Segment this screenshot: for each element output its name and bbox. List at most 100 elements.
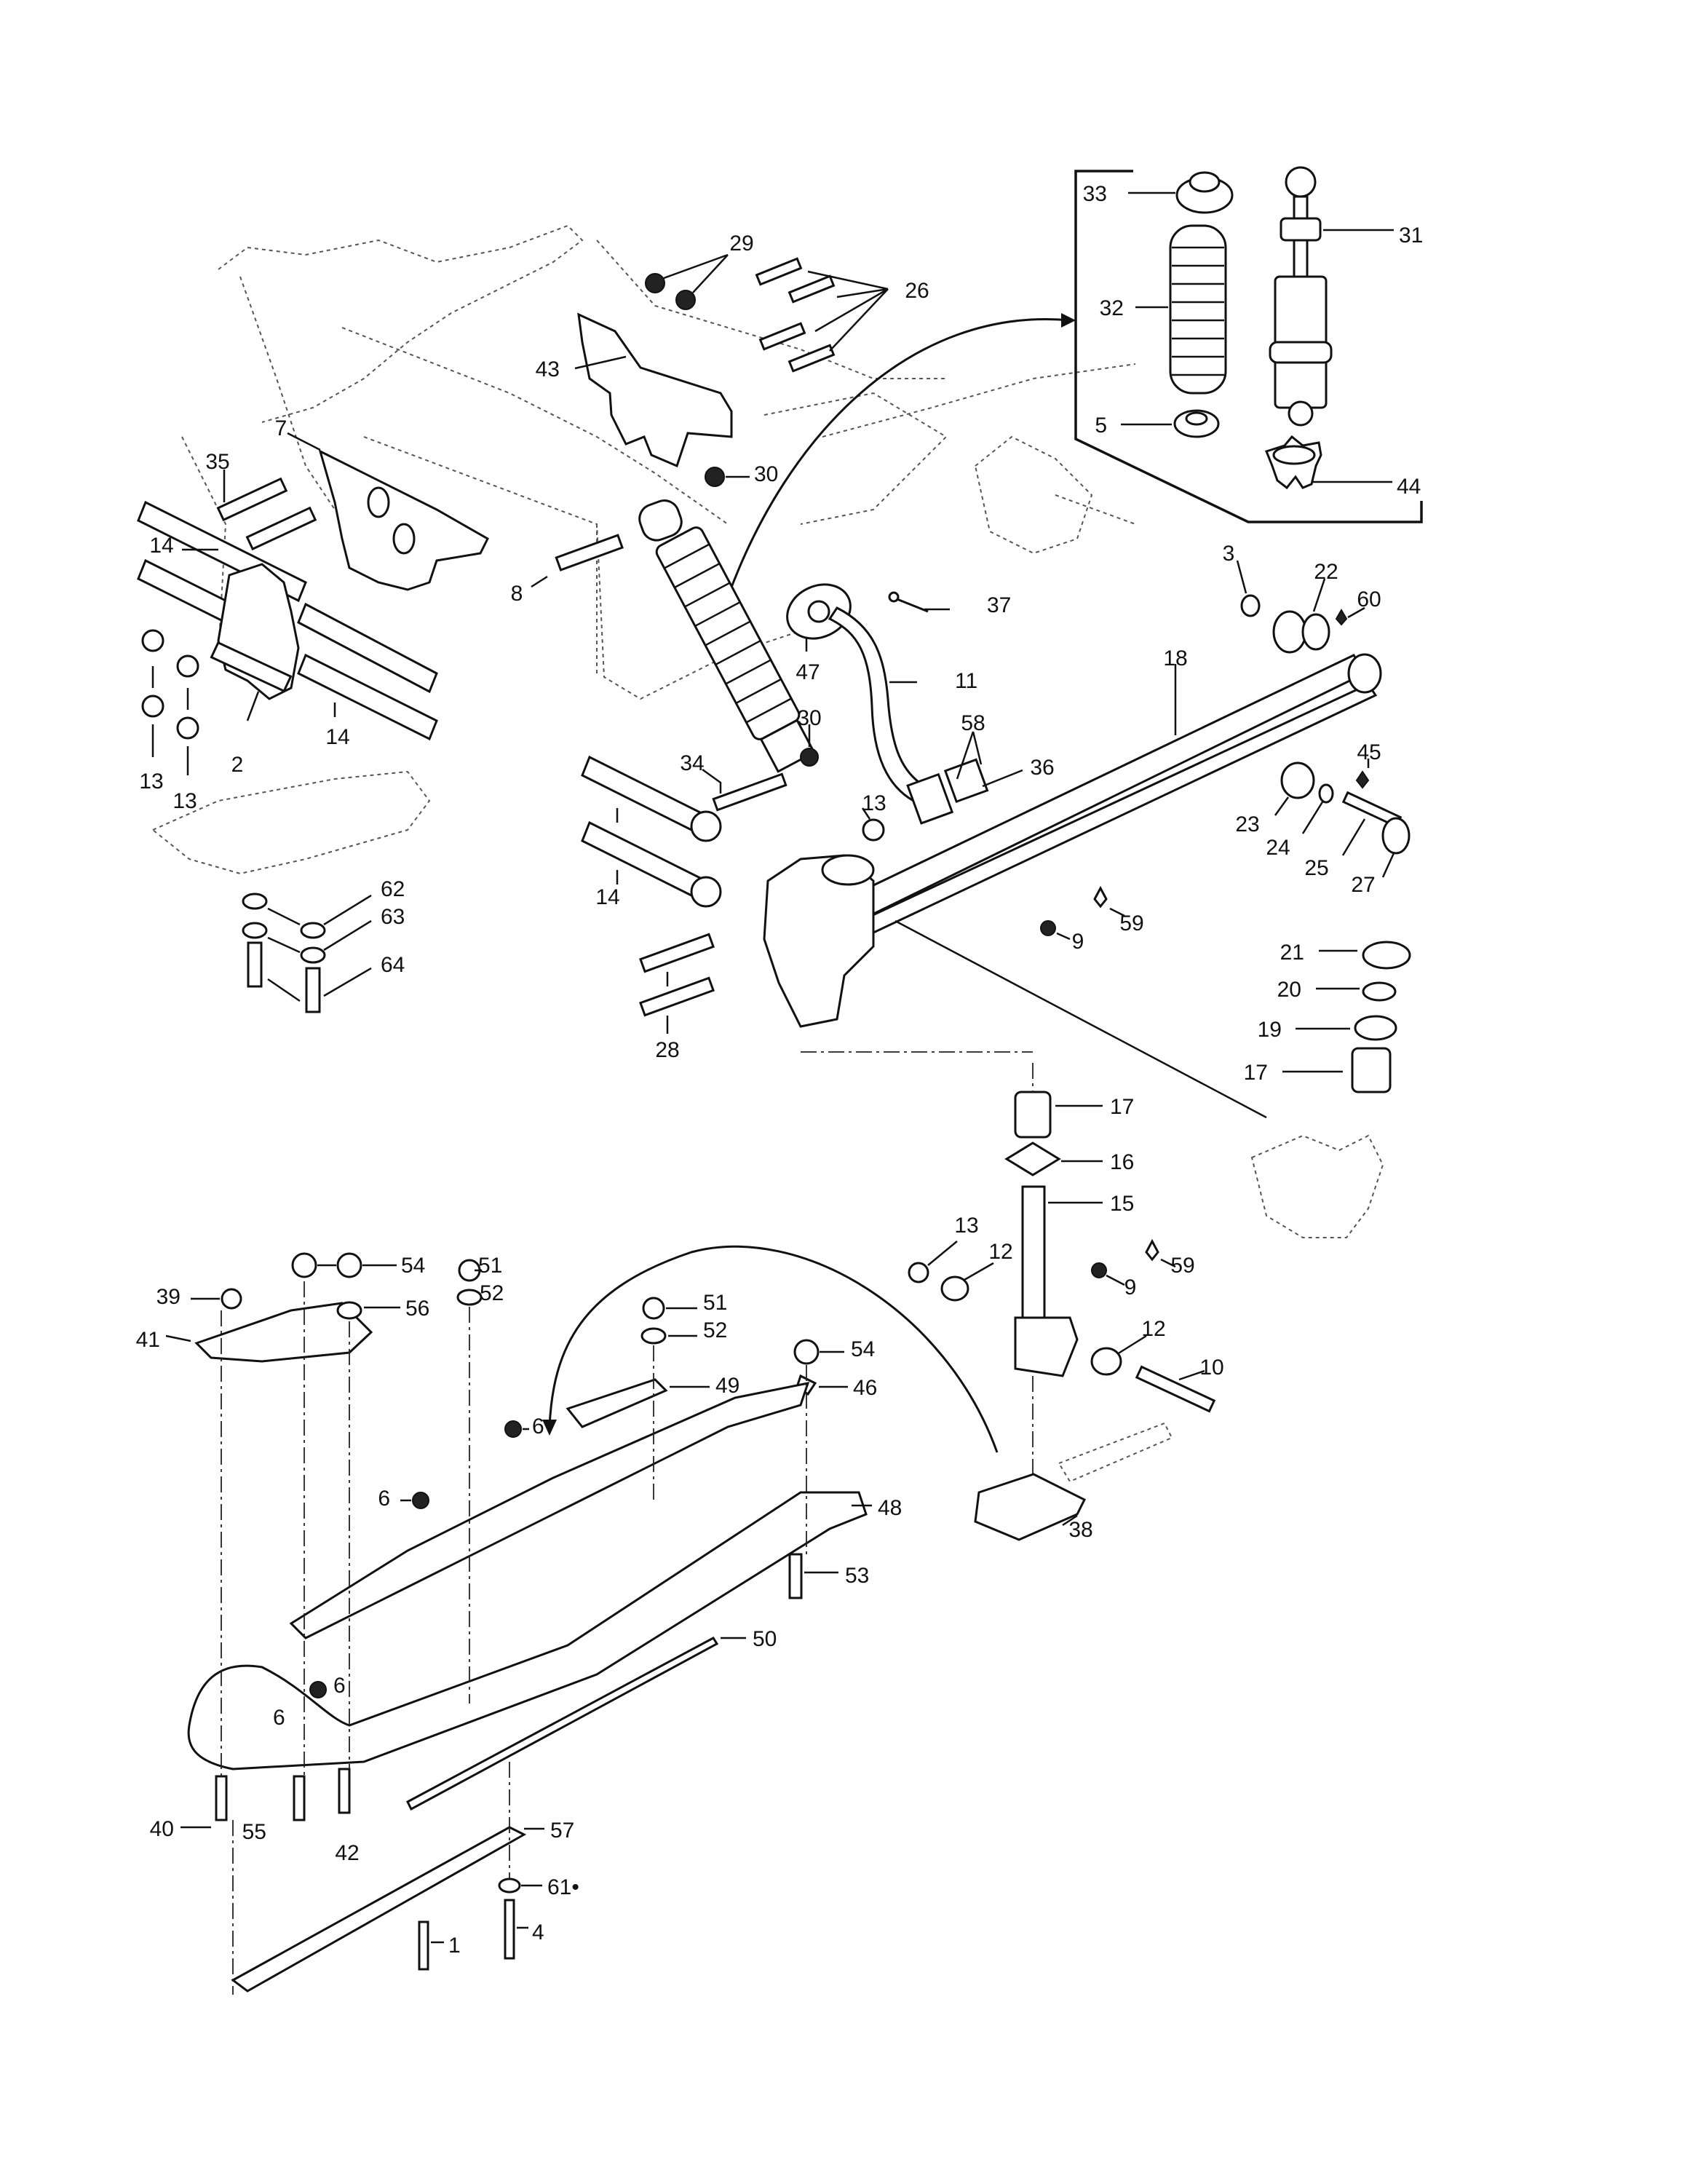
callout-15: 15: [1110, 1192, 1134, 1216]
part-3-washer[interactable]: [1236, 560, 1261, 617]
callout-21: 21: [1280, 941, 1304, 965]
part-63-lock-washers[interactable]: [242, 919, 372, 964]
part-28-bolts[interactable]: [639, 933, 715, 1034]
part-14-rods-center[interactable]: [581, 755, 722, 908]
callout-7: 7: [275, 416, 287, 440]
callout-4: 4: [532, 1920, 544, 1944]
callout-9: 9: [1124, 1275, 1137, 1299]
part-4-bolt[interactable]: [504, 1899, 528, 1960]
callout-54: 54: [851, 1337, 875, 1361]
callout-16: 16: [1110, 1150, 1134, 1174]
part-12-bushing-left[interactable]: [940, 1262, 994, 1302]
part-44-collar[interactable]: [1265, 435, 1392, 490]
part-42-bolt[interactable]: [338, 1768, 351, 1814]
part-39-nut[interactable]: [191, 1288, 242, 1310]
part-2-linkage-plate[interactable]: [210, 563, 300, 721]
part-30-nut-lower[interactable]: [800, 724, 819, 767]
callout-63: 63: [381, 905, 405, 929]
part-19-ring[interactable]: [1296, 1015, 1397, 1041]
part-12-bushing-right[interactable]: [1090, 1334, 1147, 1376]
part-61-washer[interactable]: [498, 1878, 542, 1894]
part-21-cap[interactable]: [1319, 941, 1411, 970]
part-49-plate[interactable]: [566, 1378, 710, 1428]
part-56-washer[interactable]: [336, 1301, 400, 1320]
part-37-rivet[interactable]: [888, 591, 950, 613]
part-54-nut-right[interactable]: [793, 1339, 844, 1365]
callout-6: 6: [333, 1674, 346, 1698]
callout-13: 13: [862, 791, 886, 815]
part-47-bearing-plate[interactable]: [778, 574, 859, 652]
part-20-circlip[interactable]: [1316, 981, 1397, 1002]
part-36-clamp[interactable]: [982, 769, 1023, 788]
part-14-rods-left[interactable]: [137, 500, 438, 741]
callout-6: 6: [532, 1415, 544, 1439]
part-58-bushings[interactable]: [906, 731, 989, 825]
part-40-bolt[interactable]: [181, 1775, 228, 1829]
part-45-grease-fitting[interactable]: [1355, 759, 1370, 789]
callout-62: 62: [381, 877, 405, 901]
callout-12: 12: [988, 1240, 1012, 1264]
part-10-bolt[interactable]: [1135, 1365, 1216, 1413]
part-31-shock-absorber[interactable]: [1269, 166, 1394, 427]
spindle-housing[interactable]: [763, 854, 875, 1028]
part-13-nuts-left[interactable]: [141, 629, 199, 775]
callout-30: 30: [754, 462, 778, 486]
part-29-nuts[interactable]: [645, 253, 729, 310]
part-23-washer[interactable]: [1274, 761, 1315, 816]
part-27-cap[interactable]: [1381, 817, 1411, 878]
callout-27: 27: [1351, 873, 1375, 897]
part-5-spring-seat-lower[interactable]: [1121, 409, 1220, 438]
part-52-washer-left[interactable]: [456, 1289, 483, 1306]
part-32-coil-spring[interactable]: [1135, 224, 1227, 395]
callout-36: 36: [1030, 756, 1054, 780]
part-9-grease-fitting-upper[interactable]: [1040, 920, 1071, 941]
part-55-bolt[interactable]: [293, 1775, 306, 1821]
part-41-ski-handle[interactable]: [165, 1302, 373, 1363]
callout-41: 41: [136, 1328, 160, 1352]
part-17-bushing-upper[interactable]: [1282, 1047, 1392, 1093]
part-13-nut-right[interactable]: [908, 1241, 958, 1283]
part-53-bolt[interactable]: [788, 1553, 838, 1599]
part-43-mounting-bracket[interactable]: [574, 312, 733, 468]
part-51-nut-right[interactable]: [642, 1297, 697, 1320]
part-57-runner-carbide[interactable]: [231, 1826, 544, 1993]
part-38-ski-leg-plate[interactable]: [974, 1422, 1173, 1541]
part-26-bolts[interactable]: [755, 257, 889, 373]
part-48-ski-runner[interactable]: [187, 1491, 872, 1770]
center-shock-absorber[interactable]: [635, 496, 819, 774]
callout-59: 59: [1119, 911, 1143, 935]
part-62-washers[interactable]: [242, 893, 372, 939]
part-33-spring-seat-upper[interactable]: [1128, 171, 1234, 214]
part-16-gasket[interactable]: [1004, 1142, 1103, 1176]
part-60-grease-fitting[interactable]: [1335, 606, 1365, 626]
part-22-bushing[interactable]: [1272, 578, 1330, 654]
part-59-grease-lower[interactable]: [1145, 1238, 1176, 1268]
callout-12: 12: [1141, 1317, 1165, 1341]
part-1-bolt[interactable]: [418, 1920, 444, 1971]
callout-3: 3: [1223, 542, 1235, 566]
part-7-side-plate[interactable]: [287, 432, 489, 591]
part-11-stabilizer-bar[interactable]: [828, 606, 927, 802]
callout-58: 58: [961, 711, 985, 735]
part-35-bolts[interactable]: [216, 470, 317, 551]
part-50-wear-bar[interactable]: [406, 1637, 746, 1811]
part-17-bushing-lower[interactable]: [1014, 1091, 1103, 1139]
part-15-spindle[interactable]: [1014, 1185, 1103, 1377]
part-52-washer-right[interactable]: [640, 1327, 697, 1345]
callout-53: 53: [845, 1564, 869, 1588]
ski-body-upper[interactable]: [289, 1382, 810, 1639]
callout-33: 33: [1083, 182, 1107, 206]
part-8-bolt[interactable]: [531, 534, 624, 588]
part-24-washer[interactable]: [1301, 783, 1334, 834]
part-13-nut-center[interactable]: [861, 807, 885, 842]
part-34-bolt[interactable]: [702, 768, 788, 812]
callout-39: 39: [156, 1285, 181, 1309]
part-9-grease-fitting-lower[interactable]: [1091, 1262, 1125, 1286]
part-51-nut-left[interactable]: [458, 1259, 482, 1282]
part-64-bolts[interactable]: [247, 941, 372, 1013]
part-30-nut-upper[interactable]: [705, 467, 750, 487]
part-59-grease-upper[interactable]: [1093, 885, 1125, 917]
part-54-nuts-left[interactable]: [291, 1252, 397, 1278]
